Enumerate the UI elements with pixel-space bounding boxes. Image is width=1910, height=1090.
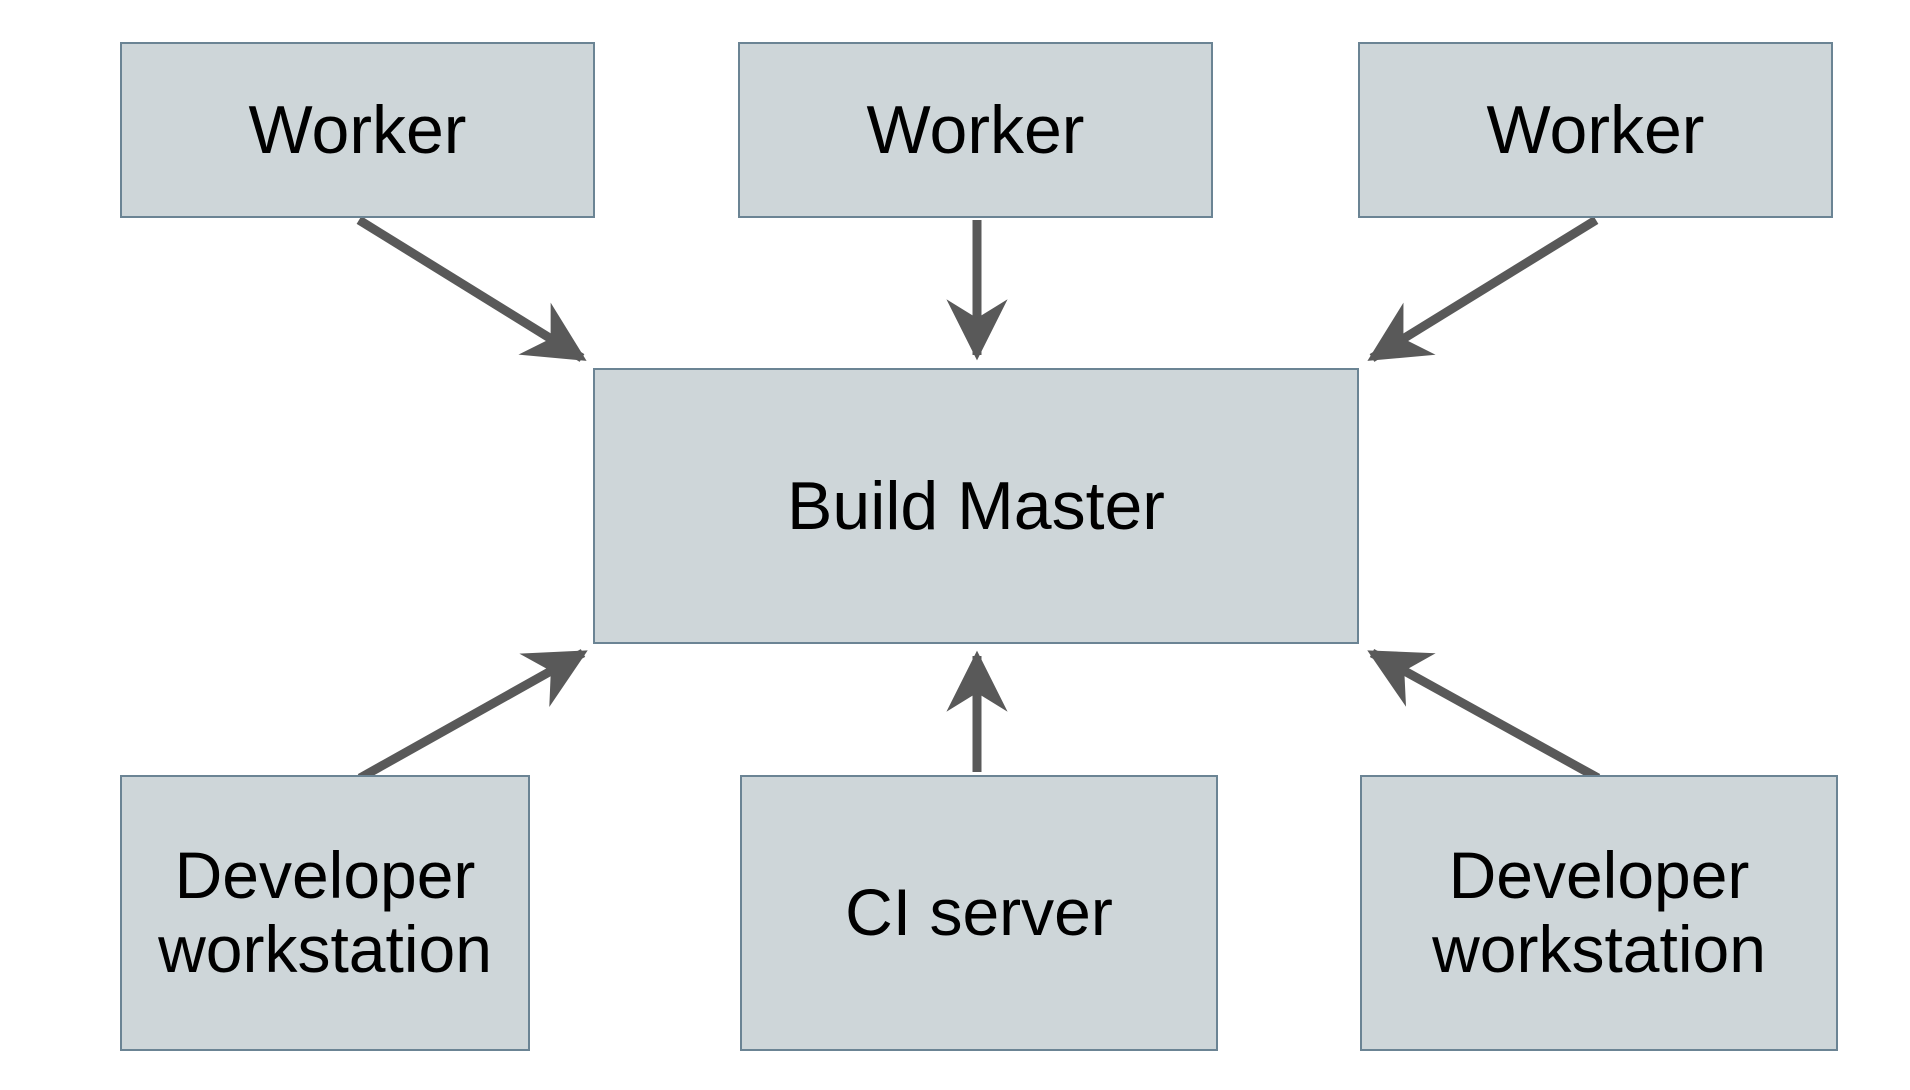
node-developer-workstation-left[interactable]: Developer workstation (120, 775, 530, 1051)
edge-worker-1-to-build-master (356, 216, 587, 362)
node-developer-workstation-right[interactable]: Developer workstation (1360, 775, 1838, 1051)
node-developer-workstation-right-label: Developer workstation (1432, 838, 1766, 986)
node-build-master[interactable]: Build Master (593, 368, 1359, 644)
node-ci-server[interactable]: CI server (740, 775, 1218, 1051)
edge-dev-ws-right-to-build-master (1367, 649, 1601, 782)
node-worker-1[interactable]: Worker (120, 42, 595, 218)
node-worker-3-label: Worker (1486, 91, 1705, 168)
node-build-master-label: Build Master (787, 467, 1165, 544)
edge-dev-ws-left-to-build-master (357, 649, 588, 782)
node-worker-2-label: Worker (866, 91, 1085, 168)
node-ci-server-label: CI server (845, 875, 1113, 950)
node-worker-3[interactable]: Worker (1358, 42, 1833, 218)
edge-worker-3-to-build-master (1367, 216, 1599, 362)
node-worker-2[interactable]: Worker (738, 42, 1213, 218)
node-developer-workstation-left-label: Developer workstation (158, 838, 492, 986)
node-worker-1-label: Worker (248, 91, 467, 168)
